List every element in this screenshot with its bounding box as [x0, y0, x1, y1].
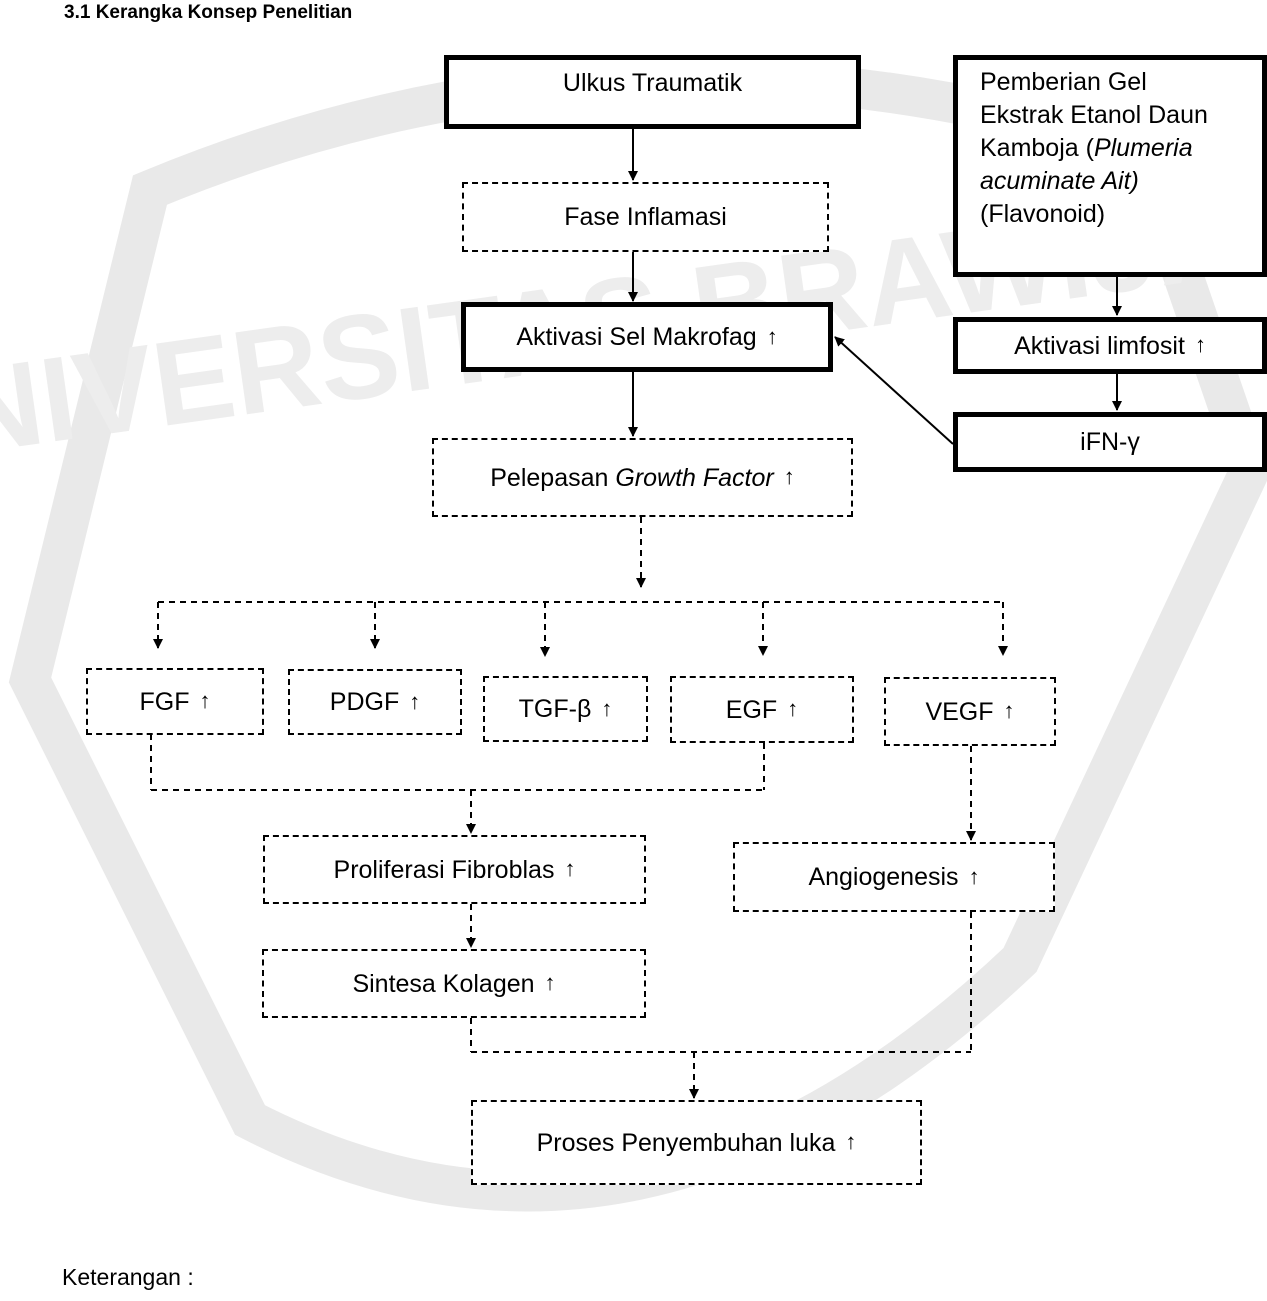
node-fase-inflamasi: Fase Inflamasi [462, 182, 829, 252]
node-pdgf: PDGF ↑ [288, 669, 462, 735]
treatment-line-2: Ekstrak Etanol Daun [980, 101, 1208, 129]
node-label: FGF [139, 687, 190, 716]
growth-factor-italic: Growth Factor [615, 463, 774, 492]
node-ulkus-traumatik: Ulkus Traumatik [444, 55, 861, 129]
node-label: Proses Penyembuhan luka [536, 1128, 836, 1157]
treatment-text: Pemberian Gel Ekstrak Etanol Daun Kamboj… [980, 66, 1208, 231]
node-label: iFN-γ [1080, 428, 1140, 456]
increase-arrow-icon: ↑ [601, 695, 613, 721]
node-egf: EGF ↑ [670, 676, 854, 743]
treatment-line-4-italic: acuminate Ait) [980, 167, 1139, 195]
node-label: Fase Inflamasi [564, 203, 727, 231]
treatment-line-3-italic: Plumeria [1093, 134, 1193, 162]
increase-arrow-icon: ↑ [845, 1129, 857, 1155]
increase-arrow-icon: ↑ [783, 464, 795, 490]
increase-arrow-icon: ↑ [787, 696, 799, 722]
node-pelepasan-growth-factor: Pelepasan Growth Factor ↑ [432, 438, 853, 517]
arrow-ifn-to-makrofag [834, 336, 954, 445]
node-label: Angiogenesis [808, 863, 959, 891]
node-label: EGF [725, 695, 778, 724]
node-pemberian-gel: Pemberian Gel Ekstrak Etanol Daun Kamboj… [953, 55, 1267, 277]
treatment-line-5: (Flavonoid) [980, 200, 1106, 228]
node-label: Sintesa Kolagen [352, 969, 535, 998]
increase-arrow-icon: ↑ [1003, 698, 1015, 724]
increase-arrow-icon: ↑ [544, 970, 556, 996]
node-aktivasi-limfosit: Aktivasi limfosit ↑ [953, 317, 1267, 374]
increase-arrow-icon: ↑ [409, 688, 421, 714]
increase-arrow-icon: ↑ [766, 323, 778, 349]
growth-prefix: Pelepasan [490, 463, 616, 492]
node-label: VEGF [925, 697, 994, 726]
node-vegf: VEGF ↑ [884, 677, 1056, 746]
node-label: Proliferasi Fibroblas [333, 855, 555, 884]
node-label: Aktivasi Sel Makrofag [516, 323, 757, 351]
increase-arrow-icon: ↑ [199, 688, 211, 714]
node-label: Pelepasan Growth Factor [490, 463, 773, 493]
node-sintesa-kolagen: Sintesa Kolagen ↑ [262, 949, 646, 1018]
node-label: PDGF [329, 688, 400, 716]
node-proliferasi-fibroblas: Proliferasi Fibroblas ↑ [263, 835, 646, 904]
section-title: 3.1 Kerangka Konsep Penelitian [64, 2, 353, 23]
footer-keterangan: Keterangan : [62, 1264, 194, 1290]
treatment-line-3-prefix: Kamboja ( [980, 134, 1094, 162]
node-label: Aktivasi limfosit [1014, 331, 1185, 360]
node-ifn-gamma: iFN-γ [953, 412, 1267, 472]
node-aktivasi-makrofag: Aktivasi Sel Makrofag ↑ [461, 302, 833, 372]
node-label: TGF-β [518, 695, 592, 723]
node-label: Ulkus Traumatik [562, 69, 743, 97]
treatment-line-1: Pemberian Gel [980, 68, 1147, 96]
node-tgf-beta: TGF-β ↑ [483, 676, 648, 742]
increase-arrow-icon: ↑ [1194, 332, 1206, 358]
increase-arrow-icon: ↑ [564, 856, 576, 882]
increase-arrow-icon: ↑ [968, 863, 980, 889]
node-angiogenesis: Angiogenesis ↑ [733, 842, 1055, 912]
node-proses-penyembuhan-luka: Proses Penyembuhan luka ↑ [471, 1100, 922, 1185]
node-fgf: FGF ↑ [86, 668, 264, 735]
